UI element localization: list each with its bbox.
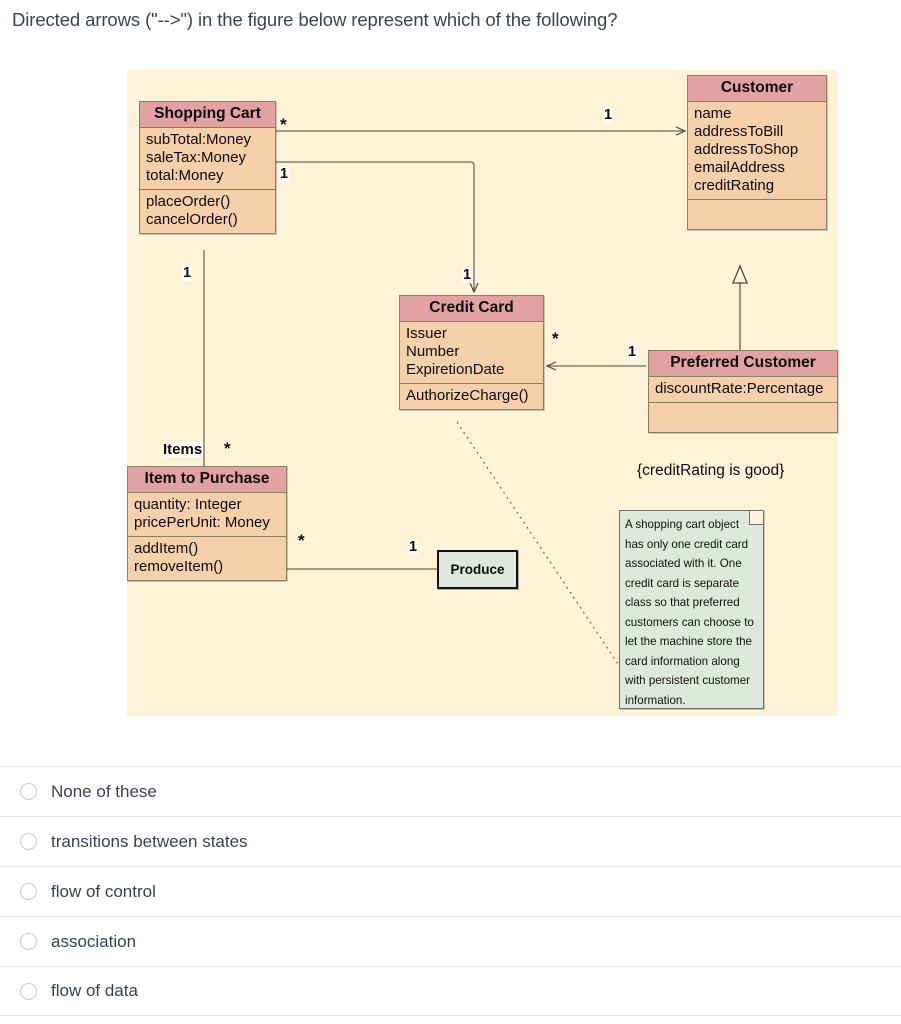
radio-button-icon[interactable]: [20, 833, 37, 850]
answer-options-list: None of these transitions between states…: [0, 766, 901, 1016]
multiplicity-cart-to-items-source: 1: [182, 265, 193, 281]
uml-class-credit-card[interactable]: Credit Card Issuer Number ExpiretionDate…: [399, 295, 544, 410]
constraint-text: {creditRating is good}: [637, 462, 785, 479]
role-label-items: Items: [162, 441, 204, 458]
class-name-item-to-purchase: Item to Purchase: [128, 467, 286, 493]
class-operations-item-to-purchase: addItem() removeItem(): [128, 536, 286, 580]
radio-button-icon[interactable]: [20, 883, 37, 900]
class-name-shopping-cart: Shopping Cart: [140, 102, 275, 128]
answer-option-label: transitions between states: [51, 831, 248, 851]
answer-option-label: flow of control: [51, 881, 156, 901]
answer-option-1[interactable]: transitions between states: [0, 816, 901, 866]
answer-option-4[interactable]: flow of data: [0, 966, 901, 1016]
answer-option-label: association: [51, 931, 137, 951]
multiplicity-item-to-produce-source: *: [298, 531, 305, 550]
answer-option-0[interactable]: None of these: [0, 766, 901, 816]
generalization-triangle-icon: [732, 264, 748, 284]
multiplicity-cart-to-creditcard-source: 1: [279, 166, 290, 182]
answer-option-3[interactable]: association: [0, 916, 901, 966]
answer-option-label: flow of data: [51, 981, 138, 1000]
class-operations-credit-card: AuthorizeCharge(): [400, 383, 543, 409]
operation: addItem(): [134, 540, 199, 557]
attribute: addressToBill: [694, 123, 784, 140]
class-attributes-customer: name addressToBill addressToShop emailAd…: [688, 102, 826, 199]
class-operations-shopping-cart: placeOrder() cancelOrder(): [140, 189, 275, 233]
multiplicity-item-to-produce-target: 1: [408, 539, 419, 555]
class-name-preferred-customer: Preferred Customer: [649, 351, 837, 377]
operation: cancelOrder(): [146, 211, 238, 228]
attribute: quantity: Integer: [134, 496, 242, 513]
class-operations-customer: [688, 199, 826, 229]
class-operations-preferred-customer: [649, 402, 837, 432]
multiplicity-cart-to-customer-target: 1: [603, 107, 614, 123]
attribute: pricePerUnit: Money: [134, 514, 270, 531]
multiplicity-cart-to-customer-source: *: [280, 115, 287, 134]
attribute: total:Money: [146, 167, 224, 184]
note-fold-corner-icon: [749, 511, 763, 525]
operation: AuthorizeCharge(): [406, 387, 529, 404]
multiplicity-items-target: *: [224, 439, 231, 458]
uml-class-shopping-cart[interactable]: Shopping Cart subTotal:Money saleTax:Mon…: [139, 101, 276, 234]
multiplicity-preferred-to-creditcard-target: 1: [627, 344, 638, 360]
attribute: creditRating: [694, 177, 775, 194]
operation: removeItem(): [134, 558, 224, 575]
attribute: addressToShop: [694, 141, 799, 158]
multiplicity-creditcard-from-preferred-source: *: [552, 329, 559, 348]
answer-option-2[interactable]: flow of control: [0, 866, 901, 916]
attribute: Issuer: [406, 325, 447, 342]
radio-button-icon[interactable]: [20, 933, 37, 950]
assoc-cart-to-creditcard: [276, 161, 479, 294]
attribute: discountRate:Percentage: [655, 380, 824, 397]
operation: placeOrder(): [146, 193, 231, 210]
uml-note: A shopping cart object has only one cred…: [619, 510, 764, 709]
uml-class-diagram: Shopping Cart subTotal:Money saleTax:Mon…: [127, 70, 838, 716]
radio-button-icon[interactable]: [20, 783, 37, 800]
class-attributes-preferred-customer: discountRate:Percentage: [649, 377, 837, 402]
answer-option-label: None of these: [51, 781, 157, 801]
radio-button-icon[interactable]: [20, 982, 37, 1000]
class-attributes-shopping-cart: subTotal:Money saleTax:Money total:Money: [140, 128, 275, 189]
class-name-credit-card: Credit Card: [400, 296, 543, 322]
class-attributes-credit-card: Issuer Number ExpiretionDate: [400, 322, 543, 383]
uml-class-item-to-purchase[interactable]: Item to Purchase quantity: Integer price…: [127, 466, 287, 581]
attribute: Number: [406, 343, 460, 360]
attribute: emailAddress: [694, 159, 785, 176]
note-anchor-line: [456, 421, 621, 668]
multiplicity-cart-to-creditcard-target: 1: [462, 267, 473, 283]
class-attributes-item-to-purchase: quantity: Integer pricePerUnit: Money: [128, 493, 286, 536]
note-text: A shopping cart object has only one cred…: [625, 518, 754, 707]
attribute: ExpiretionDate: [406, 361, 505, 378]
uml-class-customer[interactable]: Customer name addressToBill addressToSho…: [687, 75, 827, 230]
attribute: name: [694, 105, 732, 122]
produce-action-box[interactable]: Produce: [437, 550, 518, 589]
question-stem: Directed arrows ("-->") in the figure be…: [12, 9, 618, 30]
attribute: saleTax:Money: [146, 149, 247, 166]
class-name-customer: Customer: [688, 76, 826, 102]
uml-class-preferred-customer[interactable]: Preferred Customer discountRate:Percenta…: [648, 350, 838, 433]
attribute: subTotal:Money: [146, 131, 252, 148]
